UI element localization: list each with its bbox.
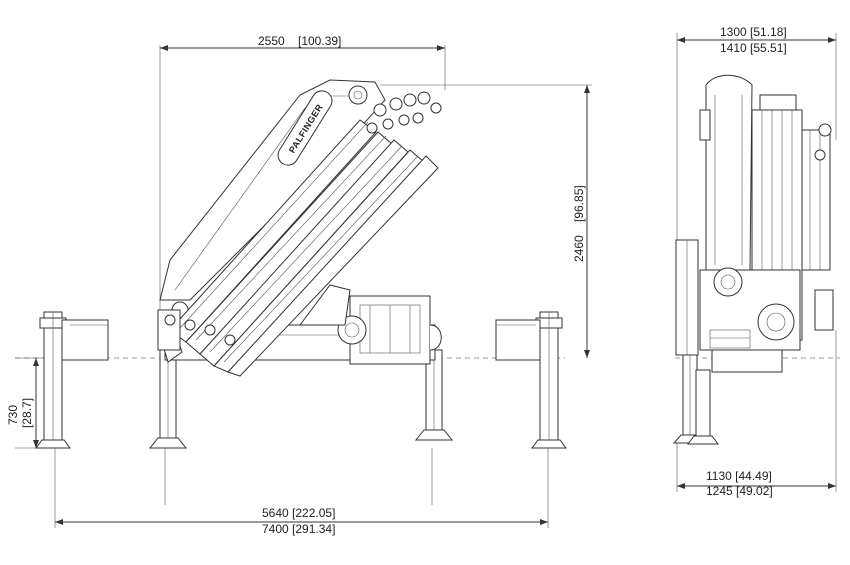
left-outer-leg — [35, 311, 109, 449]
leg-height-inches: [28.7] — [20, 398, 34, 428]
top-width-dimension: 2550 [100.39] — [159, 34, 446, 330]
side-valve-block — [675, 239, 801, 373]
telescopic-sections — [169, 119, 439, 377]
side-top-1: 1300 [51.18] — [720, 25, 787, 39]
top-width-value: 2550 — [258, 34, 285, 48]
side-view: 1300 [51.18] 1410 [55.51] 1130 [44.49] 1… — [672, 25, 840, 498]
side-top-2: 1410 [55.51] — [720, 41, 787, 55]
left-inner-leg — [148, 349, 188, 449]
crane-boom: PALFINGER — [157, 79, 442, 377]
side-top-dimensions: 1300 [51.18] 1410 [55.51] — [676, 25, 837, 240]
front-view: 2550 [100.39] 2460 [96.85] 730 [28.7] — [6, 34, 592, 536]
side-column — [699, 74, 753, 271]
side-bottom-2: 1245 [49.02] — [706, 484, 773, 498]
side-legs — [672, 354, 719, 445]
side-booms — [751, 94, 834, 341]
outrigger-outer-value: 7400 [291.34] — [262, 522, 335, 536]
outrigger-inner-value: 5640 [222.05] — [262, 506, 335, 520]
height-value: 2460 — [572, 235, 586, 262]
leg-height-value: 730 — [6, 405, 20, 425]
leg-height-dimension: 730 [28.7] — [6, 357, 60, 449]
top-width-inches: [100.39] — [298, 34, 341, 48]
height-dimension: 2460 [96.85] — [380, 84, 592, 358]
height-inches: [96.85] — [572, 185, 586, 222]
side-bottom-dimensions: 1130 [44.49] 1245 [49.02] — [676, 330, 837, 498]
side-bottom-1: 1130 [44.49] — [706, 469, 772, 483]
outrigger-dimensions: 5640 [222.05] 7400 [291.34] — [54, 448, 549, 536]
right-outer-leg — [495, 311, 567, 449]
